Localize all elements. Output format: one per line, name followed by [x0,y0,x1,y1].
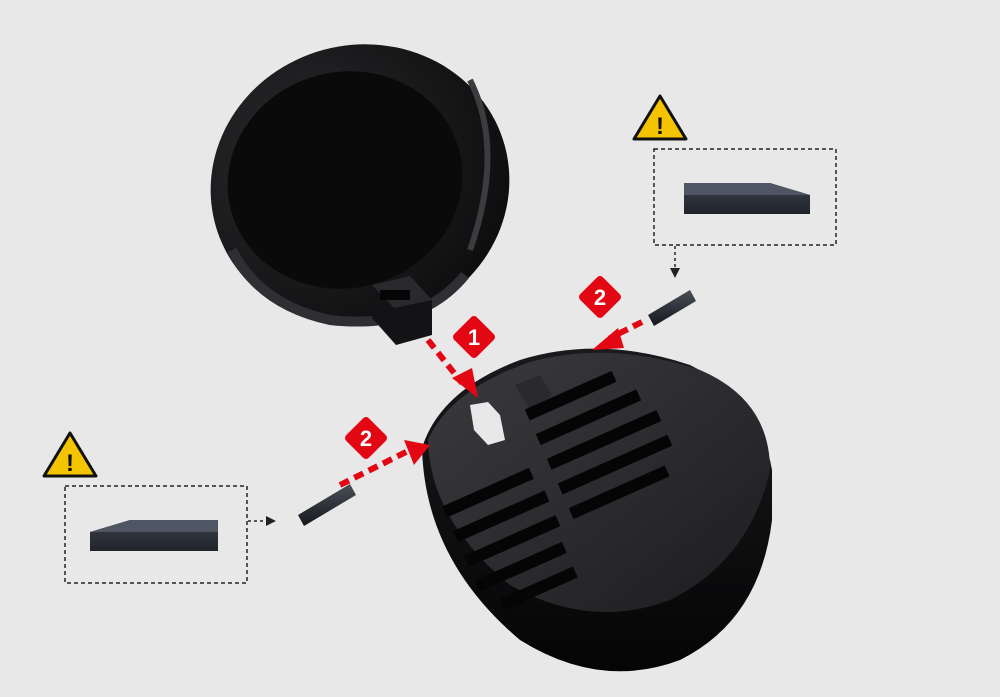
arrow-step-2-right [592,319,644,350]
warning-icon: ! [42,431,98,478]
lid-hinge-tab [372,276,432,345]
warning-icon-mark: ! [656,113,664,140]
arrow-step-1 [425,338,478,398]
step-badge-1-label: 1 [468,325,480,350]
arrow-step-2-left [338,440,430,488]
step-badge-2-right-label: 2 [594,285,606,310]
warning-icon-mark: ! [66,450,74,477]
base-vent-slots [442,370,673,611]
hinge-pin-left [298,484,356,526]
step-badge-2-left: 2 [345,417,387,459]
lid [210,44,510,327]
step-badge-2-left-label: 2 [360,426,372,451]
step-badge-1: 1 [453,316,495,358]
detail-callout-box-left [64,485,248,584]
warning-icon: ! [632,94,688,141]
step-badge-2-right: 2 [579,276,621,318]
base-case [422,348,772,672]
callout-pointer-left [248,516,276,526]
callout-pointer-right [670,246,680,278]
hinge-pin-right [648,290,696,326]
detail-callout-box-right [653,148,837,246]
